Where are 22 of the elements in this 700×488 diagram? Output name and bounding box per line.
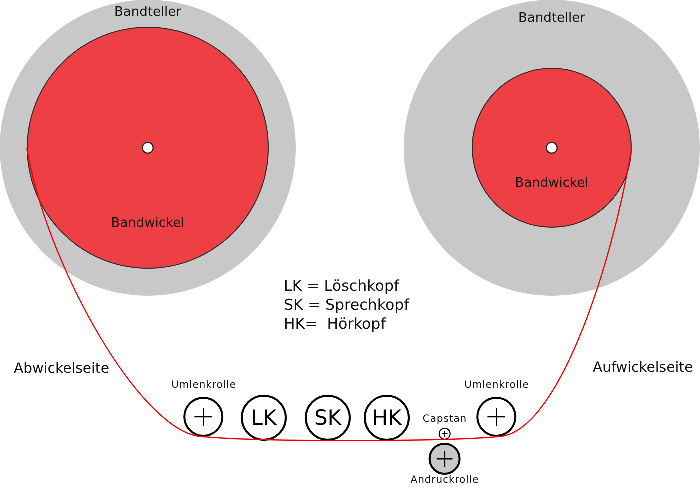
head-label: HK (372, 406, 402, 430)
tape-head (241, 395, 287, 441)
head-label: LK (251, 406, 277, 430)
tape-line (204, 436, 498, 442)
abbreviation-key: LK = Löschkopf (284, 277, 400, 295)
tape-head (364, 395, 410, 441)
side-label: Abwickelseite (14, 361, 110, 378)
roller-label: Umlenkrolle (172, 380, 236, 392)
abbreviation-key: HK= Hörkopf (284, 315, 386, 333)
side-label: Aufwickelseite (593, 360, 694, 377)
reel-label: Bandteller (518, 11, 586, 27)
reel-label: Bandwickel (515, 176, 589, 192)
abbreviation-key: SK = Sprechkopf (284, 296, 410, 314)
tape-line (26, 148, 204, 438)
reel-label: Bandteller (114, 5, 182, 21)
head-label: SK (314, 406, 342, 430)
tape-head (305, 395, 351, 441)
tape-line (496, 148, 633, 438)
roller-label: Umlenkrolle (464, 380, 530, 392)
roller-label: Capstan (422, 414, 468, 426)
roller-label: Andruckrolle (410, 475, 480, 487)
reel-label: Bandwickel (111, 216, 185, 232)
